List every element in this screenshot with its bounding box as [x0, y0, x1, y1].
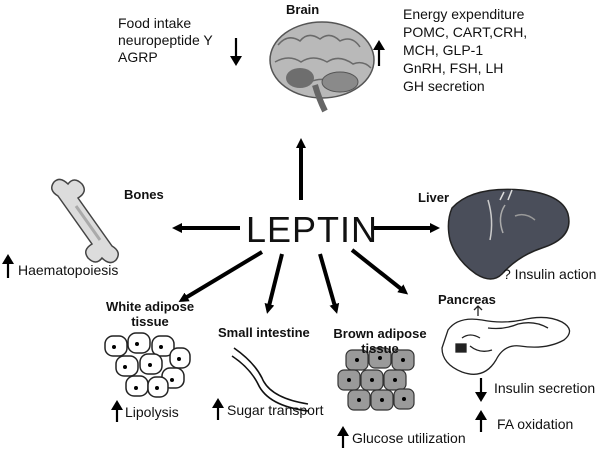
arrow-to-small-intestine [264, 253, 284, 314]
brain-increase-line-4: GnRH, FSH, LH [403, 60, 504, 76]
white-adipose-title-2: tissue [131, 314, 169, 329]
up-arrow-icon [2, 254, 14, 278]
arrow-to-pancreas [350, 248, 409, 295]
liver-icon [447, 188, 570, 280]
fat-cells-icon [104, 332, 191, 398]
white-adipose-effect: Lipolysis [125, 404, 179, 420]
pancreas-title: Pancreas [438, 292, 496, 307]
brain-decrease-line-2: neuropeptide Y [118, 32, 213, 48]
brain-title: Brain [286, 2, 320, 17]
down-arrow-icon [475, 378, 487, 402]
white-adipose-title-1: White adipose [105, 299, 195, 314]
down-arrow-icon [230, 38, 242, 66]
brown-adipose-effect: Glucose utilization [352, 430, 466, 446]
brown-adipose-title-1: Brown adipose [333, 326, 427, 341]
small-intestine-title: Small intestine [218, 325, 310, 340]
up-arrow-icon [111, 400, 123, 422]
indicator-arrows [2, 38, 487, 448]
arrow-to-brown-adipose [318, 253, 340, 314]
bones-title: Bones [124, 187, 164, 202]
up-arrow-icon [212, 398, 224, 420]
brain-icon [269, 21, 375, 113]
up-arrow-icon [337, 426, 349, 448]
pancreas-icon [441, 305, 571, 375]
brain-increase-line-5: GH secretion [403, 78, 485, 94]
bone-icon [51, 178, 119, 264]
small-intestine-effect: Sugar transport [227, 402, 324, 418]
brown-adipose-title-2: tissue [361, 341, 399, 356]
arrow-to-white-adipose [178, 250, 264, 303]
brain-increase-line-2: POMC, CART,CRH, [403, 24, 528, 40]
up-arrow-icon [475, 410, 487, 432]
pancreas-effect-down: Insulin secretion [494, 380, 596, 396]
brain-increase-line-3: MCH, GLP-1 [403, 42, 484, 58]
bones-effect: Haematopoiesis [18, 262, 119, 278]
up-arrow-icon [373, 40, 385, 66]
brown-fat-cells-icon [337, 347, 415, 411]
brain-decrease-line-1: Food intake [118, 15, 192, 31]
pancreas-effect-up: FA oxidation [497, 416, 574, 432]
brain-increase-line-1: Energy expenditure [403, 6, 525, 22]
intestine-icon [231, 347, 309, 412]
brain-decrease-line-3: AGRP [118, 49, 158, 65]
leptin-label: LEPTIN [246, 209, 379, 250]
liver-effect: ? Insulin action [503, 266, 597, 282]
liver-title: Liver [418, 190, 450, 205]
leptin-arrows [172, 138, 440, 314]
